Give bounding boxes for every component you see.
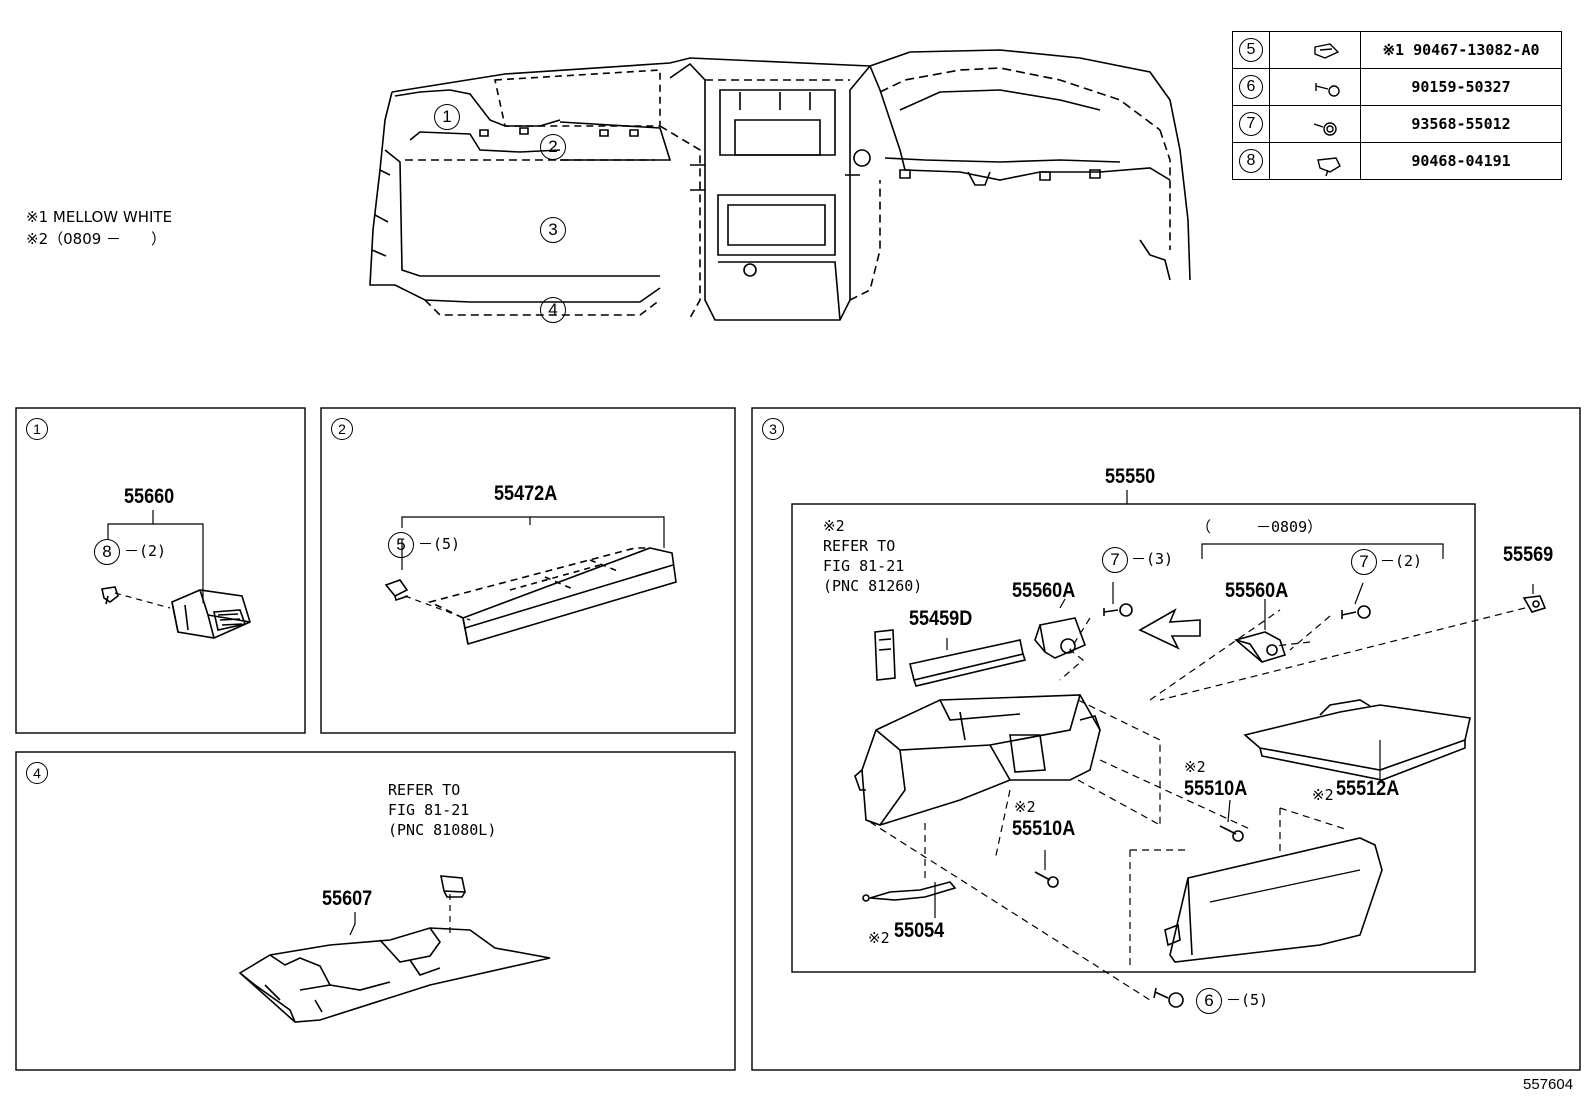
fastener-7-right-qty: －(2) [1380, 552, 1423, 570]
part-number: 90468-04191 [1360, 142, 1562, 180]
clip-icon [1269, 31, 1361, 69]
part-55512A-mark: ※2 [1312, 786, 1334, 804]
part-number: ※1 90467-13082-A0 [1360, 31, 1562, 69]
screw-6-drawing [1153, 987, 1184, 1008]
part-55510A-top-mark: ※2 [1184, 758, 1206, 776]
cable-55054-drawing [862, 881, 957, 902]
dashboard-overview-drawing [369, 49, 1191, 321]
fastener-6-callout[interactable]: 6 [1196, 988, 1222, 1014]
fastener-8-callout[interactable]: 8 [94, 539, 120, 565]
part-55054-mark: ※2 [868, 929, 890, 947]
part-55607-label[interactable]: 55607 [322, 887, 373, 910]
part-55560A-left-label[interactable]: 55560A [1012, 579, 1076, 602]
screw-7-right-drawing [1341, 605, 1371, 619]
table-row: 7 93568-55012 [1232, 105, 1562, 143]
glovebox-housing-drawing [854, 694, 1101, 826]
fastener-5-qty: －(5) [418, 535, 461, 553]
overview-callout-1[interactable]: 1 [434, 104, 460, 130]
part-55560A-right-label[interactable]: 55560A [1225, 579, 1289, 602]
fastener-5-callout[interactable]: 5 [388, 532, 414, 558]
refer-to-81260-note[interactable]: ※2 REFER TO FIG 81-21 (PNC 81260) [823, 517, 923, 595]
assembly-55550-frame [791, 503, 1476, 973]
trim-strip-55472A-drawing [427, 547, 677, 646]
fastener-8-qty: －(2) [124, 542, 167, 560]
pin-55510A-mid-drawing [1034, 871, 1059, 888]
fastener-ref: 6 [1239, 75, 1263, 99]
part-55512A-label[interactable]: 55512A [1336, 777, 1400, 800]
panel-3-ref: 3 [762, 418, 784, 440]
part-55510A-mid-label[interactable]: 55510A [1012, 817, 1076, 840]
part-number: 90159-50327 [1360, 68, 1562, 106]
part-55569-label[interactable]: 55569 [1503, 543, 1554, 566]
overview-callout-4[interactable]: 4 [540, 297, 566, 323]
part-55472A-label[interactable]: 55472A [494, 482, 558, 505]
table-row: 6 90159-50327 [1232, 68, 1562, 106]
screw-washer-icon [1269, 105, 1361, 143]
fastener-ref: 7 [1239, 112, 1263, 136]
panel3-leaders [934, 490, 1534, 918]
lock-55560A-right-drawing [1234, 631, 1287, 663]
side-vent-55660-drawing [171, 589, 251, 639]
strip-55459D-drawing [909, 639, 1027, 687]
under-cover-55607-drawing [238, 927, 551, 1023]
panel-4-frame [15, 751, 736, 1071]
connector-55607-drawing [440, 875, 466, 898]
panel3-dashed-guides [869, 607, 1526, 1001]
part-55660-label[interactable]: 55660 [124, 485, 175, 508]
legend-note-2: ※2（0809 － ） [26, 230, 167, 248]
direction-arrow [1138, 608, 1201, 650]
switch-81260-drawing [874, 629, 896, 681]
panel2-leaders [401, 516, 665, 621]
fastener-7-right-callout[interactable]: 7 [1351, 549, 1377, 575]
panel-3-frame [751, 407, 1581, 1071]
part-number: 93568-55012 [1360, 105, 1562, 143]
panel4-leaders [349, 894, 451, 936]
panel-2-frame [320, 407, 736, 734]
panel-4-ref: 4 [26, 762, 48, 784]
clamp-clip-icon [1269, 142, 1361, 180]
fastener-7-left-qty: －(3) [1131, 550, 1174, 568]
illustration-number: 557604 [1523, 1076, 1574, 1093]
clip-5-drawing [384, 579, 409, 602]
table-row: 5 ※1 90467-13082-A0 [1232, 31, 1562, 69]
panel-1-frame [15, 407, 306, 734]
overview-callout-2[interactable]: 2 [540, 134, 566, 160]
fastener-table: 5 ※1 90467-13082-A0 6 90159-50327 7 9356… [1232, 31, 1562, 180]
assembly-55550-label[interactable]: 55550 [1105, 465, 1156, 488]
clamp-clip-8-drawing [101, 586, 119, 605]
overview-callout-3[interactable]: 3 [540, 217, 566, 243]
fastener-6-qty: －(5) [1226, 991, 1269, 1009]
part-55459D-label[interactable]: 55459D [909, 607, 973, 630]
panel-55512A-drawing [1243, 699, 1471, 781]
part-55054-label[interactable]: 55054 [894, 919, 945, 942]
fastener-ref: 8 [1239, 149, 1263, 173]
panel1-leaders [107, 510, 204, 609]
bumper-55569-drawing [1522, 595, 1547, 613]
part-55510A-mid-mark: ※2 [1014, 798, 1036, 816]
table-row: 8 90468-04191 [1232, 142, 1562, 180]
part-55510A-top-label[interactable]: 55510A [1184, 777, 1248, 800]
lock-55560A-left-drawing [1034, 617, 1087, 659]
legend-note-1: ※1 MELLOW WHITE [26, 208, 173, 226]
fastener-7-left-callout[interactable]: 7 [1102, 547, 1128, 573]
screw-icon [1269, 68, 1361, 106]
glovebox-door-drawing [1164, 837, 1383, 963]
panel-1-ref: 1 [26, 418, 48, 440]
pin-55510A-top-drawing [1219, 825, 1244, 842]
fastener-ref: 5 [1239, 38, 1263, 62]
refer-to-81080L-note[interactable]: REFER TO FIG 81-21 (PNC 81080L) [388, 781, 497, 839]
screw-7-left-drawing [1103, 603, 1133, 617]
panel-2-ref: 2 [331, 418, 353, 440]
date-range-label: （ －0809） [1196, 518, 1323, 536]
